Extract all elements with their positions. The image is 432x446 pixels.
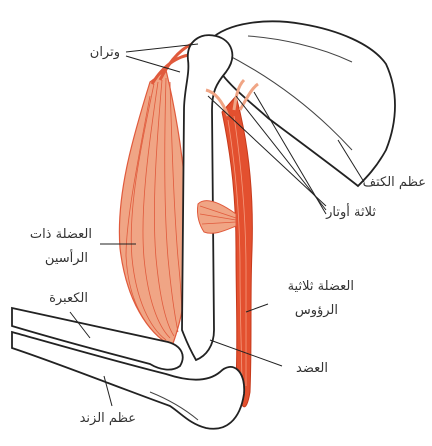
label-two-tendons: وتران (90, 44, 120, 61)
label-ulna: عظم الزند (80, 410, 136, 427)
label-scapula: عظم الكتف (363, 174, 426, 191)
label-biceps-line1: العضلة ذات (30, 226, 92, 243)
label-triceps-line1: العضلة ثلاثية (288, 278, 354, 295)
triceps-muscle (222, 96, 252, 407)
label-radius: الكعبرة (49, 290, 88, 307)
label-three-tendons: ثلاثة أوتار (326, 204, 376, 221)
humerus-bone (182, 35, 232, 360)
label-humerus: العضد (296, 360, 328, 377)
label-biceps-line2: الرأسين (45, 250, 88, 267)
label-triceps-line2: الرؤوس (295, 302, 338, 319)
